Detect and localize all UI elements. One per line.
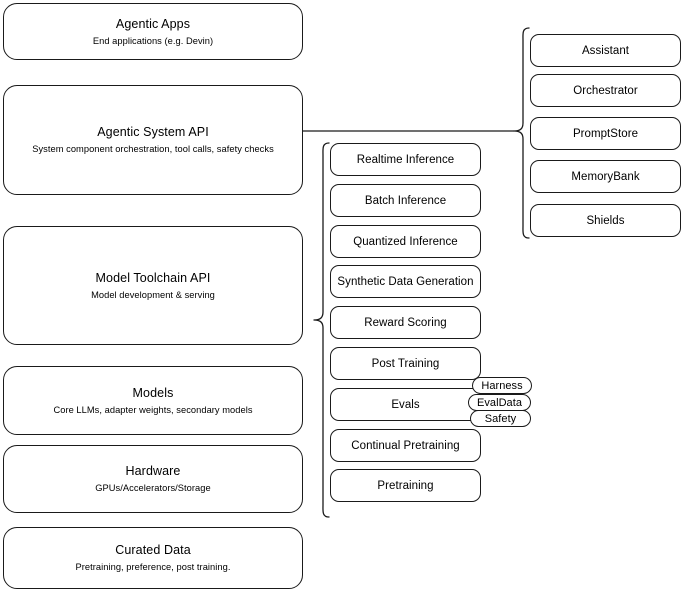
pill-evaldata[interactable]: EvalData [468, 394, 531, 411]
component-reward-scoring[interactable]: Reward Scoring [330, 306, 481, 339]
component-label: Quantized Inference [353, 235, 458, 248]
layer-title: Agentic System API [97, 125, 209, 139]
layer-subtitle: Pretraining, preference, post training. [75, 562, 231, 572]
component-label: Post Training [371, 357, 440, 370]
component-label: Continual Pretraining [351, 439, 460, 452]
component-label: PromptStore [572, 127, 639, 140]
layer-agentic-apps[interactable]: Agentic Apps End applications (e.g. Devi… [3, 3, 303, 60]
pill-harness[interactable]: Harness [472, 377, 532, 394]
layer-models[interactable]: Models Core LLMs, adapter weights, secon… [3, 366, 303, 435]
layer-title: Agentic Apps [115, 16, 191, 31]
component-label: Shields [586, 214, 625, 227]
component-realtime-inference[interactable]: Realtime Inference [330, 143, 481, 176]
pill-label: Harness [481, 379, 523, 392]
component-promptstore[interactable]: PromptStore [530, 117, 681, 150]
component-batch-inference[interactable]: Batch Inference [330, 184, 481, 217]
component-label: Assistant [581, 44, 630, 57]
component-continual-pretraining[interactable]: Continual Pretraining [330, 429, 481, 462]
pill-label: Safety [484, 412, 517, 425]
layer-subtitle: Core LLMs, adapter weights, secondary mo… [53, 404, 253, 415]
layer-subtitle: GPUs/Accelerators/Storage [95, 483, 211, 493]
component-post-training[interactable]: Post Training [330, 347, 481, 380]
component-label: Orchestrator [573, 84, 638, 97]
layer-agentic-system-api[interactable]: Agentic System API System component orch… [3, 85, 303, 195]
component-label: Realtime Inference [356, 153, 455, 166]
layer-title: Models [132, 385, 174, 400]
layer-title: Curated Data [115, 543, 191, 557]
layer-model-toolchain-api[interactable]: Model Toolchain API Model development & … [3, 226, 303, 345]
layer-subtitle: Model development & serving [91, 289, 215, 300]
layer-title: Model Toolchain API [95, 270, 211, 285]
component-label: Reward Scoring [364, 316, 447, 329]
component-memorybank[interactable]: MemoryBank [530, 160, 681, 193]
component-synthetic-data-generation[interactable]: Synthetic Data Generation [330, 265, 481, 298]
component-label: Evals [391, 398, 420, 411]
component-label: Synthetic Data Generation [337, 275, 474, 288]
component-assistant[interactable]: Assistant [530, 34, 681, 67]
layer-subtitle: End applications (e.g. Devin) [92, 35, 214, 46]
component-shields[interactable]: Shields [530, 204, 681, 237]
layer-curated-data[interactable]: Curated Data Pretraining, preference, po… [3, 527, 303, 589]
component-label: Batch Inference [364, 194, 447, 207]
component-pretraining[interactable]: Pretraining [330, 469, 481, 502]
layer-subtitle: System component orchestration, tool cal… [32, 144, 274, 154]
pill-safety[interactable]: Safety [470, 410, 531, 427]
pill-label: EvalData [476, 396, 523, 409]
component-orchestrator[interactable]: Orchestrator [530, 74, 681, 107]
component-quantized-inference[interactable]: Quantized Inference [330, 225, 481, 258]
component-label: MemoryBank [571, 170, 640, 183]
layer-title: Hardware [125, 464, 181, 478]
component-evals[interactable]: Evals [330, 388, 481, 421]
component-label: Pretraining [377, 479, 434, 492]
layer-hardware[interactable]: Hardware GPUs/Accelerators/Storage [3, 445, 303, 513]
